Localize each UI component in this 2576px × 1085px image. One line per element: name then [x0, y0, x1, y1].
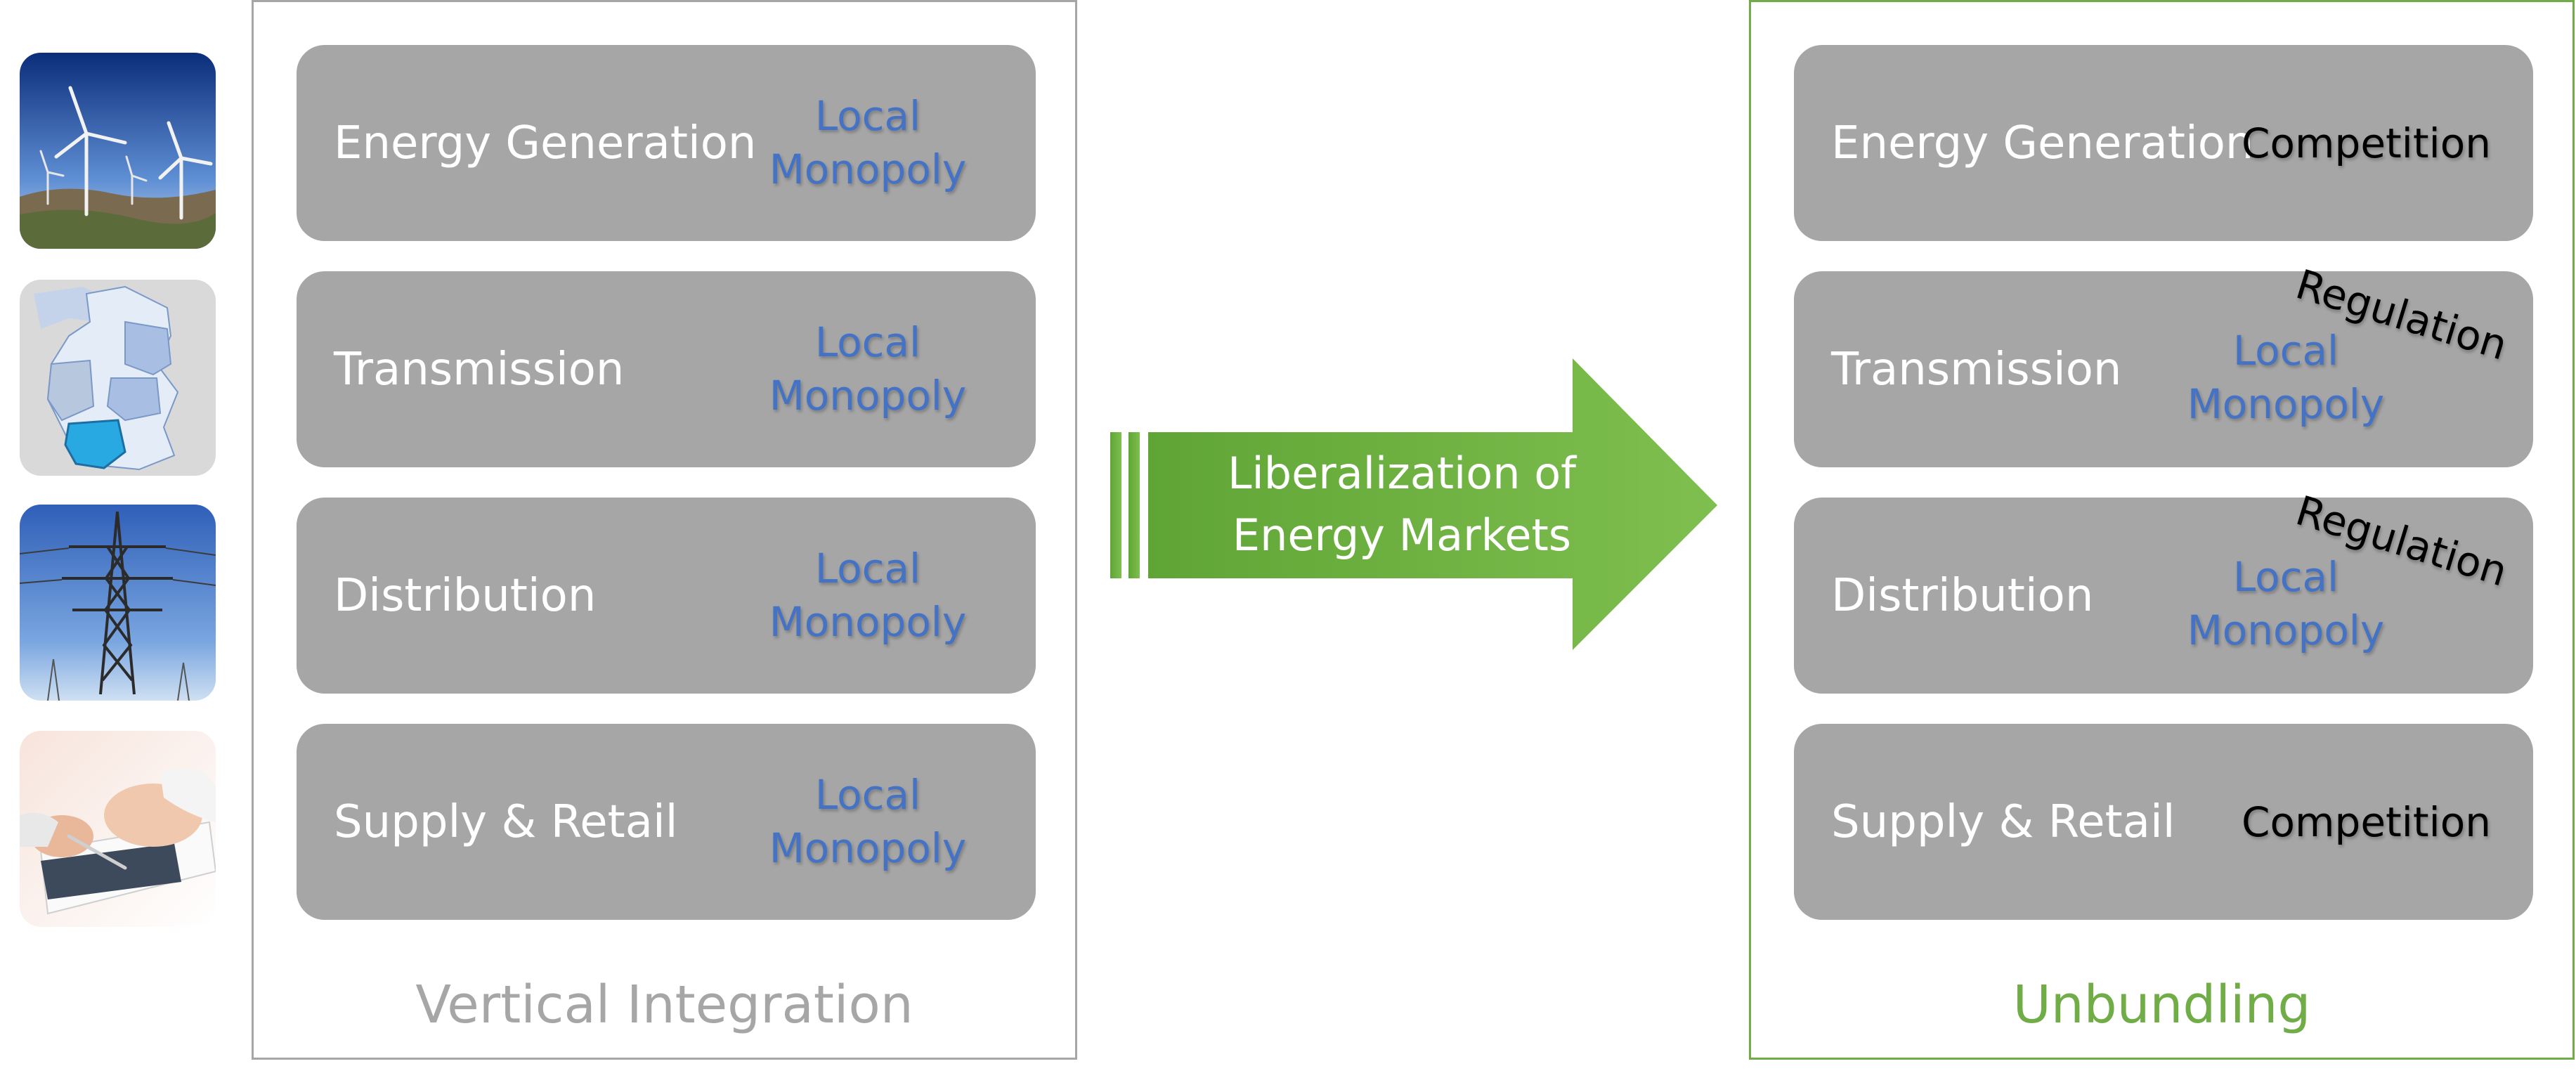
stage-label: Supply & Retail: [334, 795, 678, 848]
market-line-1: Local: [814, 318, 921, 366]
arrow-label: Liberalization of Energy Markets: [1195, 443, 1609, 566]
stage-transmission: Transmission Local Monopoly: [297, 271, 1036, 467]
stage-label: Energy Generation: [334, 117, 757, 169]
stage-label: Transmission: [334, 343, 625, 396]
germany-map: [20, 280, 216, 476]
stage-label: Supply & Retail: [1831, 795, 2175, 848]
stage-distribution: Distribution Local Monopoly: [297, 498, 1036, 694]
market-line-1: Local: [2232, 327, 2339, 375]
stage-energy-generation: Energy Generation Local Monopoly: [297, 45, 1036, 241]
market-type-local-monopoly: Local Monopoly: [2166, 324, 2405, 431]
power-pylon-photo: [20, 505, 216, 701]
market-line-1: Local: [814, 771, 921, 819]
market-line-1: Local: [814, 545, 921, 592]
wind-turbines-photo: [20, 53, 216, 249]
market-type-local-monopoly: Local Monopoly: [748, 768, 987, 875]
market-line-2: Monopoly: [2187, 380, 2385, 428]
competition-label: Competition: [2242, 119, 2491, 167]
stage-supply-retail: Supply & Retail Local Monopoly: [297, 724, 1036, 920]
vertical-integration-panel: Energy Generation Local Monopoly Transmi…: [252, 0, 1077, 1060]
market-line-2: Monopoly: [2187, 606, 2385, 654]
stage-label: Distribution: [1831, 569, 2094, 622]
unbundling-panel: Energy Generation Competition Transmissi…: [1749, 0, 2575, 1060]
market-line-2: Monopoly: [769, 372, 967, 420]
market-line-2: Monopoly: [769, 824, 967, 872]
market-line-2: Monopoly: [769, 598, 967, 646]
arrow-label-line-2: Energy Markets: [1232, 509, 1572, 561]
market-type-local-monopoly: Local Monopoly: [2166, 550, 2405, 657]
market-line-2: Monopoly: [769, 145, 967, 193]
competition-label: Competition: [2242, 798, 2491, 846]
market-type-local-monopoly: Local Monopoly: [748, 316, 987, 422]
market-line-1: Local: [814, 92, 921, 140]
market-type-local-monopoly: Local Monopoly: [748, 89, 987, 196]
panel-caption: Vertical Integration: [415, 975, 913, 1035]
market-line-1: Local: [2232, 553, 2339, 601]
stage-supply-retail: Supply & Retail Competition: [1794, 724, 2533, 920]
arrow-label-line-1: Liberalization of: [1228, 448, 1576, 499]
stage-label: Energy Generation: [1831, 117, 2254, 169]
stage-distribution: Distribution Regulation Local Monopoly: [1794, 486, 2533, 694]
panel-caption: Unbundling: [2012, 975, 2311, 1035]
liberalization-arrow-icon: [1110, 358, 1717, 650]
stage-transmission: Transmission Regulation Local Monopoly: [1794, 260, 2533, 467]
business-contract-photo: [20, 731, 216, 927]
stage-energy-generation: Energy Generation Competition: [1794, 45, 2533, 241]
stage-label: Distribution: [334, 569, 597, 622]
market-type-local-monopoly: Local Monopoly: [748, 542, 987, 649]
stage-label: Transmission: [1831, 343, 2122, 396]
